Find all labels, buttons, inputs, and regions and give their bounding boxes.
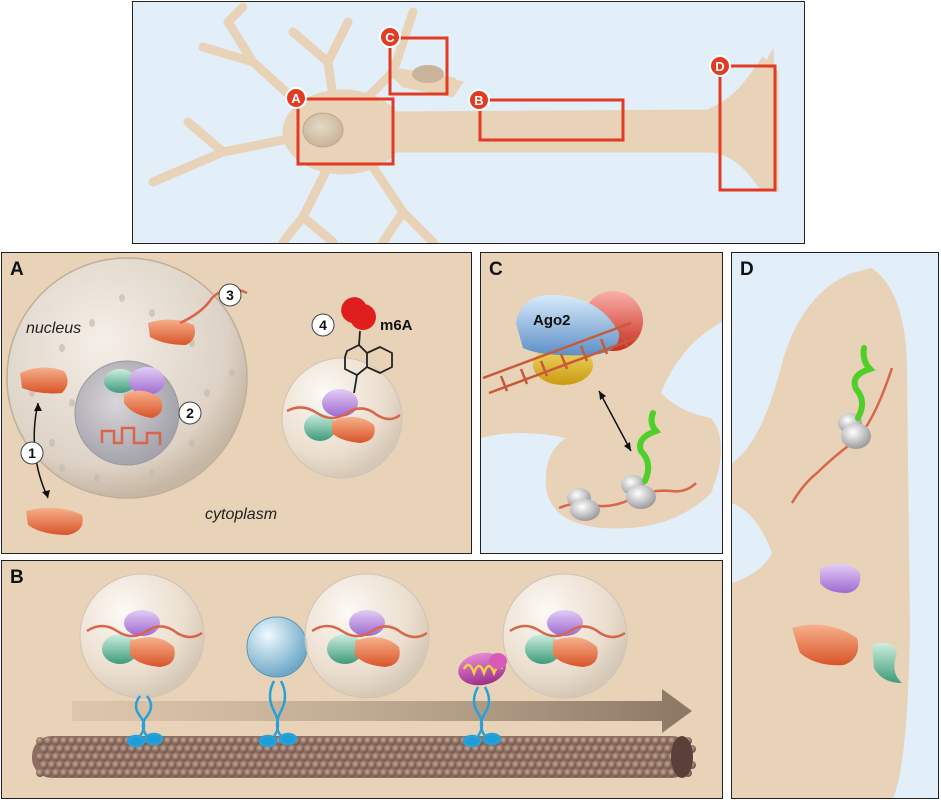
region-marker-a: A	[285, 87, 307, 109]
svg-text:4: 4	[319, 317, 327, 333]
rna-granule-2	[304, 573, 430, 699]
rbp-green	[872, 642, 902, 683]
vesicle	[246, 616, 308, 678]
rna-hairpins	[100, 426, 162, 445]
motor-protein-2	[258, 680, 298, 748]
svg-text:2: 2	[186, 405, 194, 421]
panel-a: A nucleus	[1, 252, 472, 554]
rbp-nuclear	[20, 367, 68, 394]
panel-d: D	[731, 252, 939, 799]
svg-text:B: B	[474, 93, 483, 108]
axon-terminal-shape	[732, 268, 910, 798]
rbp-purple	[820, 564, 861, 593]
svg-text:A: A	[291, 91, 301, 106]
nascent-peptide	[637, 410, 662, 484]
rbp-cytoplasmic	[26, 507, 83, 535]
svg-text:m6A: m6A	[380, 317, 413, 334]
step-4-badge: 4	[311, 313, 335, 337]
m6a-modification: m6A	[341, 297, 413, 394]
rbp-exporting	[148, 319, 195, 345]
nascent-peptide-d	[851, 345, 876, 421]
transport-arrow	[72, 689, 692, 733]
mitochondrion	[458, 652, 507, 686]
region-marker-d: D	[709, 55, 731, 77]
nucleus-shape	[302, 112, 344, 148]
region-box-c	[388, 36, 449, 96]
panel-a-label: A	[10, 259, 24, 280]
rbp-orange	[792, 624, 859, 666]
svg-text:D: D	[715, 59, 724, 74]
panel-c-label: C	[489, 259, 503, 280]
panel-b: B	[1, 560, 723, 799]
step-1-badge: 1	[20, 441, 44, 465]
panel-d-label: D	[740, 259, 754, 280]
neuron-overview-panel: A B C D	[132, 1, 805, 244]
ago2-label: Ago2	[533, 312, 571, 329]
region-box-a	[296, 97, 395, 166]
svg-text:1: 1	[28, 445, 36, 461]
svg-text:C: C	[385, 30, 395, 45]
svg-text:3: 3	[226, 287, 234, 303]
region-box-b	[478, 98, 625, 142]
step-3-badge: 3	[218, 283, 242, 307]
region-box-d	[718, 64, 777, 192]
ago2-protein	[516, 294, 620, 356]
rna-granule-3	[502, 573, 628, 699]
neuron-silhouette	[148, 2, 779, 243]
nucleus-label: nucleus	[26, 320, 81, 337]
motor-protein-3	[462, 686, 502, 748]
panel-b-label: B	[10, 567, 24, 588]
panel-c: C Ago2	[480, 252, 723, 554]
cytoplasm-label: cytoplasm	[205, 506, 277, 523]
motor-protein-1	[126, 695, 164, 748]
region-marker-c: C	[379, 26, 401, 48]
microtubule	[32, 736, 696, 778]
mirna-duplex-ladder	[482, 321, 638, 395]
region-marker-b: B	[468, 89, 490, 111]
step-2-badge: 2	[178, 401, 202, 425]
rna-granule-1	[79, 573, 205, 699]
